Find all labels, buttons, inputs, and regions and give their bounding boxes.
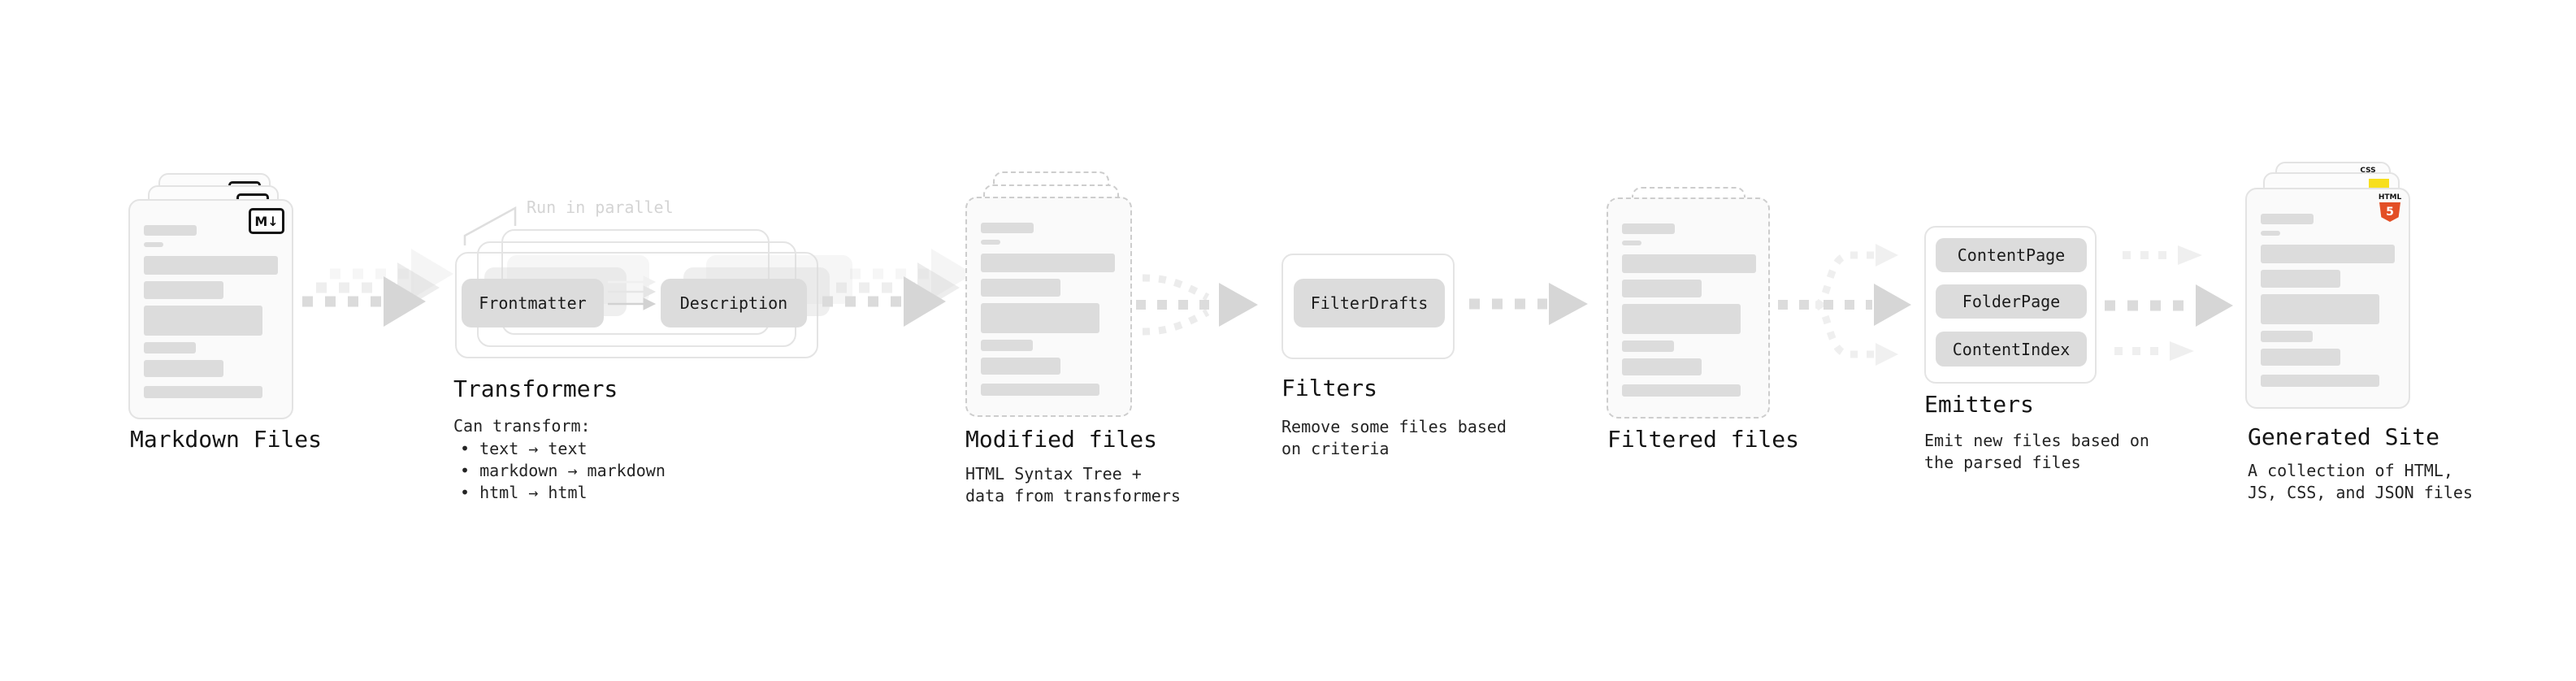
skeleton-line [144,306,262,336]
arrow-markdown-to-transformers [302,249,453,327]
skeleton-line [2261,375,2379,387]
stage-title: Filters [1281,375,1378,401]
callout-leader-line [463,206,517,245]
stage-description: A collection of HTML, [2248,461,2453,480]
arrow-filters-to-filtered [1469,283,1588,325]
pill-to-pill-arrows [608,275,657,310]
transform-bullet: • markdown → markdown [460,461,666,480]
transform-bullet: • html → html [460,483,588,502]
skeleton-line [1622,280,1702,297]
emitter-pill-contentpage: ContentPage [1936,238,2087,272]
stage-title: Modified files [965,426,1158,453]
html5-icon: HTML 5 [2378,193,2402,222]
arrow-transformers-to-modified [822,249,974,327]
stage-title: Generated Site [2248,423,2440,450]
html5-icon-number: 5 [2386,206,2394,219]
run-in-parallel-label: Run in parallel [527,197,674,217]
skeleton-line [981,279,1060,297]
markdown-icon-glyph: M↓ [254,213,279,229]
stage-title: Emitters [1924,391,2034,418]
skeleton-line [2261,231,2280,236]
emitter-pill-contentindex: ContentIndex [1936,332,2087,367]
skeleton-line [2261,270,2340,288]
stage-description: Can transform: [453,416,591,436]
skeleton-line [981,358,1060,375]
skeleton-line [2261,294,2379,324]
skeleton-line [144,225,197,236]
stage-title: Markdown Files [130,426,323,453]
modified-file-card [965,197,1132,417]
skeleton-line [1622,254,1756,273]
stage-title: Transformers [453,375,618,402]
markdown-icon: M↓ [249,208,284,234]
skeleton-line [2261,349,2340,366]
filter-pill-filterdrafts: FilterDrafts [1294,279,1445,327]
stage-description: the parsed files [1924,453,2081,472]
skeleton-line [144,242,163,247]
skeleton-line [981,254,1115,272]
pill-label: Description [679,293,788,313]
skeleton-line [1622,340,1674,352]
arrow-emitters-to-site-top [2123,245,2202,265]
pill-label: ContentIndex [1952,339,2071,359]
skeleton-line [981,240,1000,245]
transformer-pill-frontmatter: Frontmatter [462,279,604,327]
stage-description: on criteria [1281,439,1390,458]
arrow-filtered-to-emitters [1778,244,1911,366]
stage-title: Filtered files [1607,426,1800,453]
transformer-box-front [455,252,818,358]
skeleton-line [981,223,1034,233]
stage-description: Emit new files based on [1924,431,2149,450]
skeleton-line [2261,331,2313,342]
skeleton-line [2261,245,2395,263]
arrow-emitters-to-site-middle [2105,284,2233,327]
skeleton-line [144,256,278,275]
skeleton-line [144,342,196,354]
skeleton-line [1622,223,1675,234]
stage-description: HTML Syntax Tree + [965,464,1142,484]
stage-description: JS, CSS, and JSON files [2248,483,2473,502]
skeleton-line [981,340,1033,351]
skeleton-line [144,360,223,377]
transform-bullet: • text → text [460,439,588,458]
html5-icon-shield: 5 [2379,202,2400,222]
arrow-emitters-to-site-bottom [2114,341,2194,361]
skeleton-line [1622,304,1741,334]
html5-icon-label: HTML [2378,193,2402,202]
filtered-file-card [1607,197,1770,419]
skeleton-line [1622,241,1641,245]
emitter-pill-folderpage: FolderPage [1936,284,2087,319]
skeleton-line [981,384,1099,396]
pill-label: FilterDrafts [1310,293,1429,313]
pill-label: FolderPage [1962,292,2061,311]
skeleton-line [981,303,1099,333]
stage-description: data from transformers [965,486,1181,505]
css-icon-label: CSS [2360,167,2376,175]
pill-label: Frontmatter [479,293,587,313]
skeleton-line [2261,214,2314,224]
skeleton-line [144,386,262,398]
generated-site-card: HTML 5 [2245,188,2410,409]
markdown-file-card: M↓ [128,199,293,419]
skeleton-line [1622,384,1741,397]
pill-label: ContentPage [1957,245,2066,265]
skeleton-line [144,281,223,299]
skeleton-line [1622,358,1702,375]
arrow-modified-to-filters [1136,274,1258,336]
transformer-pill-description: Description [661,279,807,327]
stage-description: Remove some files based [1281,417,1507,436]
